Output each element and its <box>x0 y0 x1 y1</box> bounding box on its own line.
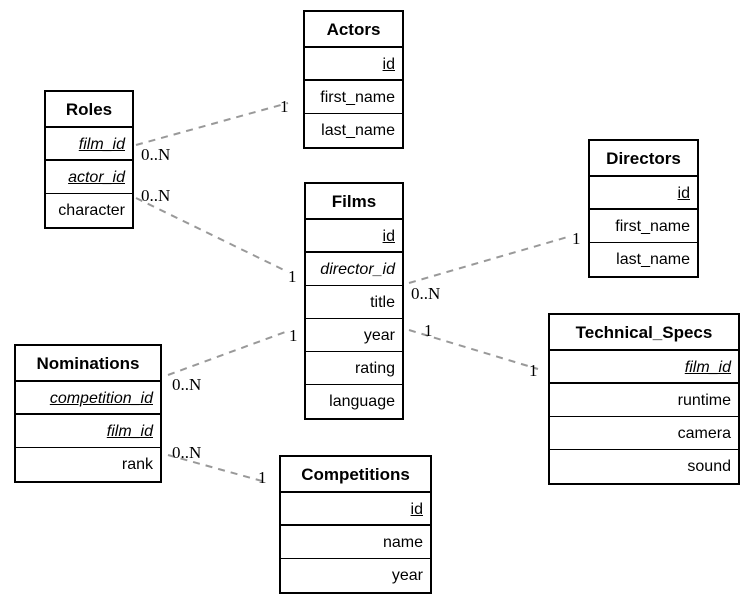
entity-actors[interactable]: Actors id first_name last_name <box>303 10 404 149</box>
attribute-nominations-rank: rank <box>16 448 160 481</box>
cardinality-films-roles-side: 1 <box>288 267 297 286</box>
attribute-actors-first_name: first_name <box>305 81 402 114</box>
attribute-roles-actor_id: actor_id <box>46 161 132 194</box>
link-films-directors <box>408 235 572 284</box>
cardinality-roles-actors: 0..N <box>141 145 171 164</box>
link-nominations-films <box>167 330 289 376</box>
attribute-roles-film_id: film_id <box>46 128 132 161</box>
attribute-directors-id: id <box>590 177 697 210</box>
attribute-films-year: year <box>306 319 402 352</box>
attribute-competitions-id: id <box>281 493 430 526</box>
entity-nominations[interactable]: Nominations competition_id film_id rank <box>14 344 162 483</box>
cardinality-directors-side: 1 <box>572 229 581 248</box>
entity-title-directors: Directors <box>590 141 697 177</box>
cardinality-films-directors: 0..N <box>411 284 441 303</box>
attribute-directors-first_name: first_name <box>590 210 697 243</box>
cardinality-competitions-side: 1 <box>258 468 267 487</box>
cardinality-actors-side: 1 <box>280 97 289 116</box>
entity-directors[interactable]: Directors id first_name last_name <box>588 139 699 278</box>
attribute-competitions-year: year <box>281 559 430 592</box>
entity-title-nominations: Nominations <box>16 346 160 382</box>
attribute-nominations-competition_id: competition_id <box>16 382 160 415</box>
cardinality-roles-films: 0..N <box>141 186 171 205</box>
attribute-actors-last_name: last_name <box>305 114 402 147</box>
attribute-films-id: id <box>306 220 402 253</box>
attribute-technical-specs-film_id: film_id <box>550 351 738 384</box>
attribute-actors-id: id <box>305 48 402 81</box>
attribute-roles-character: character <box>46 194 132 227</box>
entity-title-competitions: Competitions <box>281 457 430 493</box>
cardinality-techspecs-side: 1 <box>529 361 538 380</box>
attribute-technical-specs-runtime: runtime <box>550 384 738 417</box>
cardinality-films-nominations-side: 1 <box>289 326 298 345</box>
link-roles-films <box>135 197 289 273</box>
attribute-nominations-film_id: film_id <box>16 415 160 448</box>
entity-roles[interactable]: Roles film_id actor_id character <box>44 90 134 229</box>
entity-title-technical-specs: Technical_Specs <box>550 315 738 351</box>
attribute-films-title: title <box>306 286 402 319</box>
attribute-films-director_id: director_id <box>306 253 402 286</box>
cardinality-nominations-competitions: 0..N <box>172 443 202 462</box>
attribute-technical-specs-camera: camera <box>550 417 738 450</box>
entity-technical-specs[interactable]: Technical_Specs film_id runtime camera s… <box>548 313 740 485</box>
attribute-directors-last_name: last_name <box>590 243 697 276</box>
cardinality-nominations-films: 0..N <box>172 375 202 394</box>
entity-title-films: Films <box>306 184 402 220</box>
entity-films[interactable]: Films id director_id title year rating l… <box>304 182 404 420</box>
attribute-competitions-name: name <box>281 526 430 559</box>
attribute-technical-specs-sound: sound <box>550 450 738 483</box>
link-roles-actors <box>135 102 289 146</box>
entity-competitions[interactable]: Competitions id name year <box>279 455 432 594</box>
cardinality-films-techspecs: 1 <box>424 321 433 340</box>
attribute-films-language: language <box>306 385 402 418</box>
attribute-films-rating: rating <box>306 352 402 385</box>
entity-title-roles: Roles <box>46 92 132 128</box>
entity-title-actors: Actors <box>305 12 402 48</box>
